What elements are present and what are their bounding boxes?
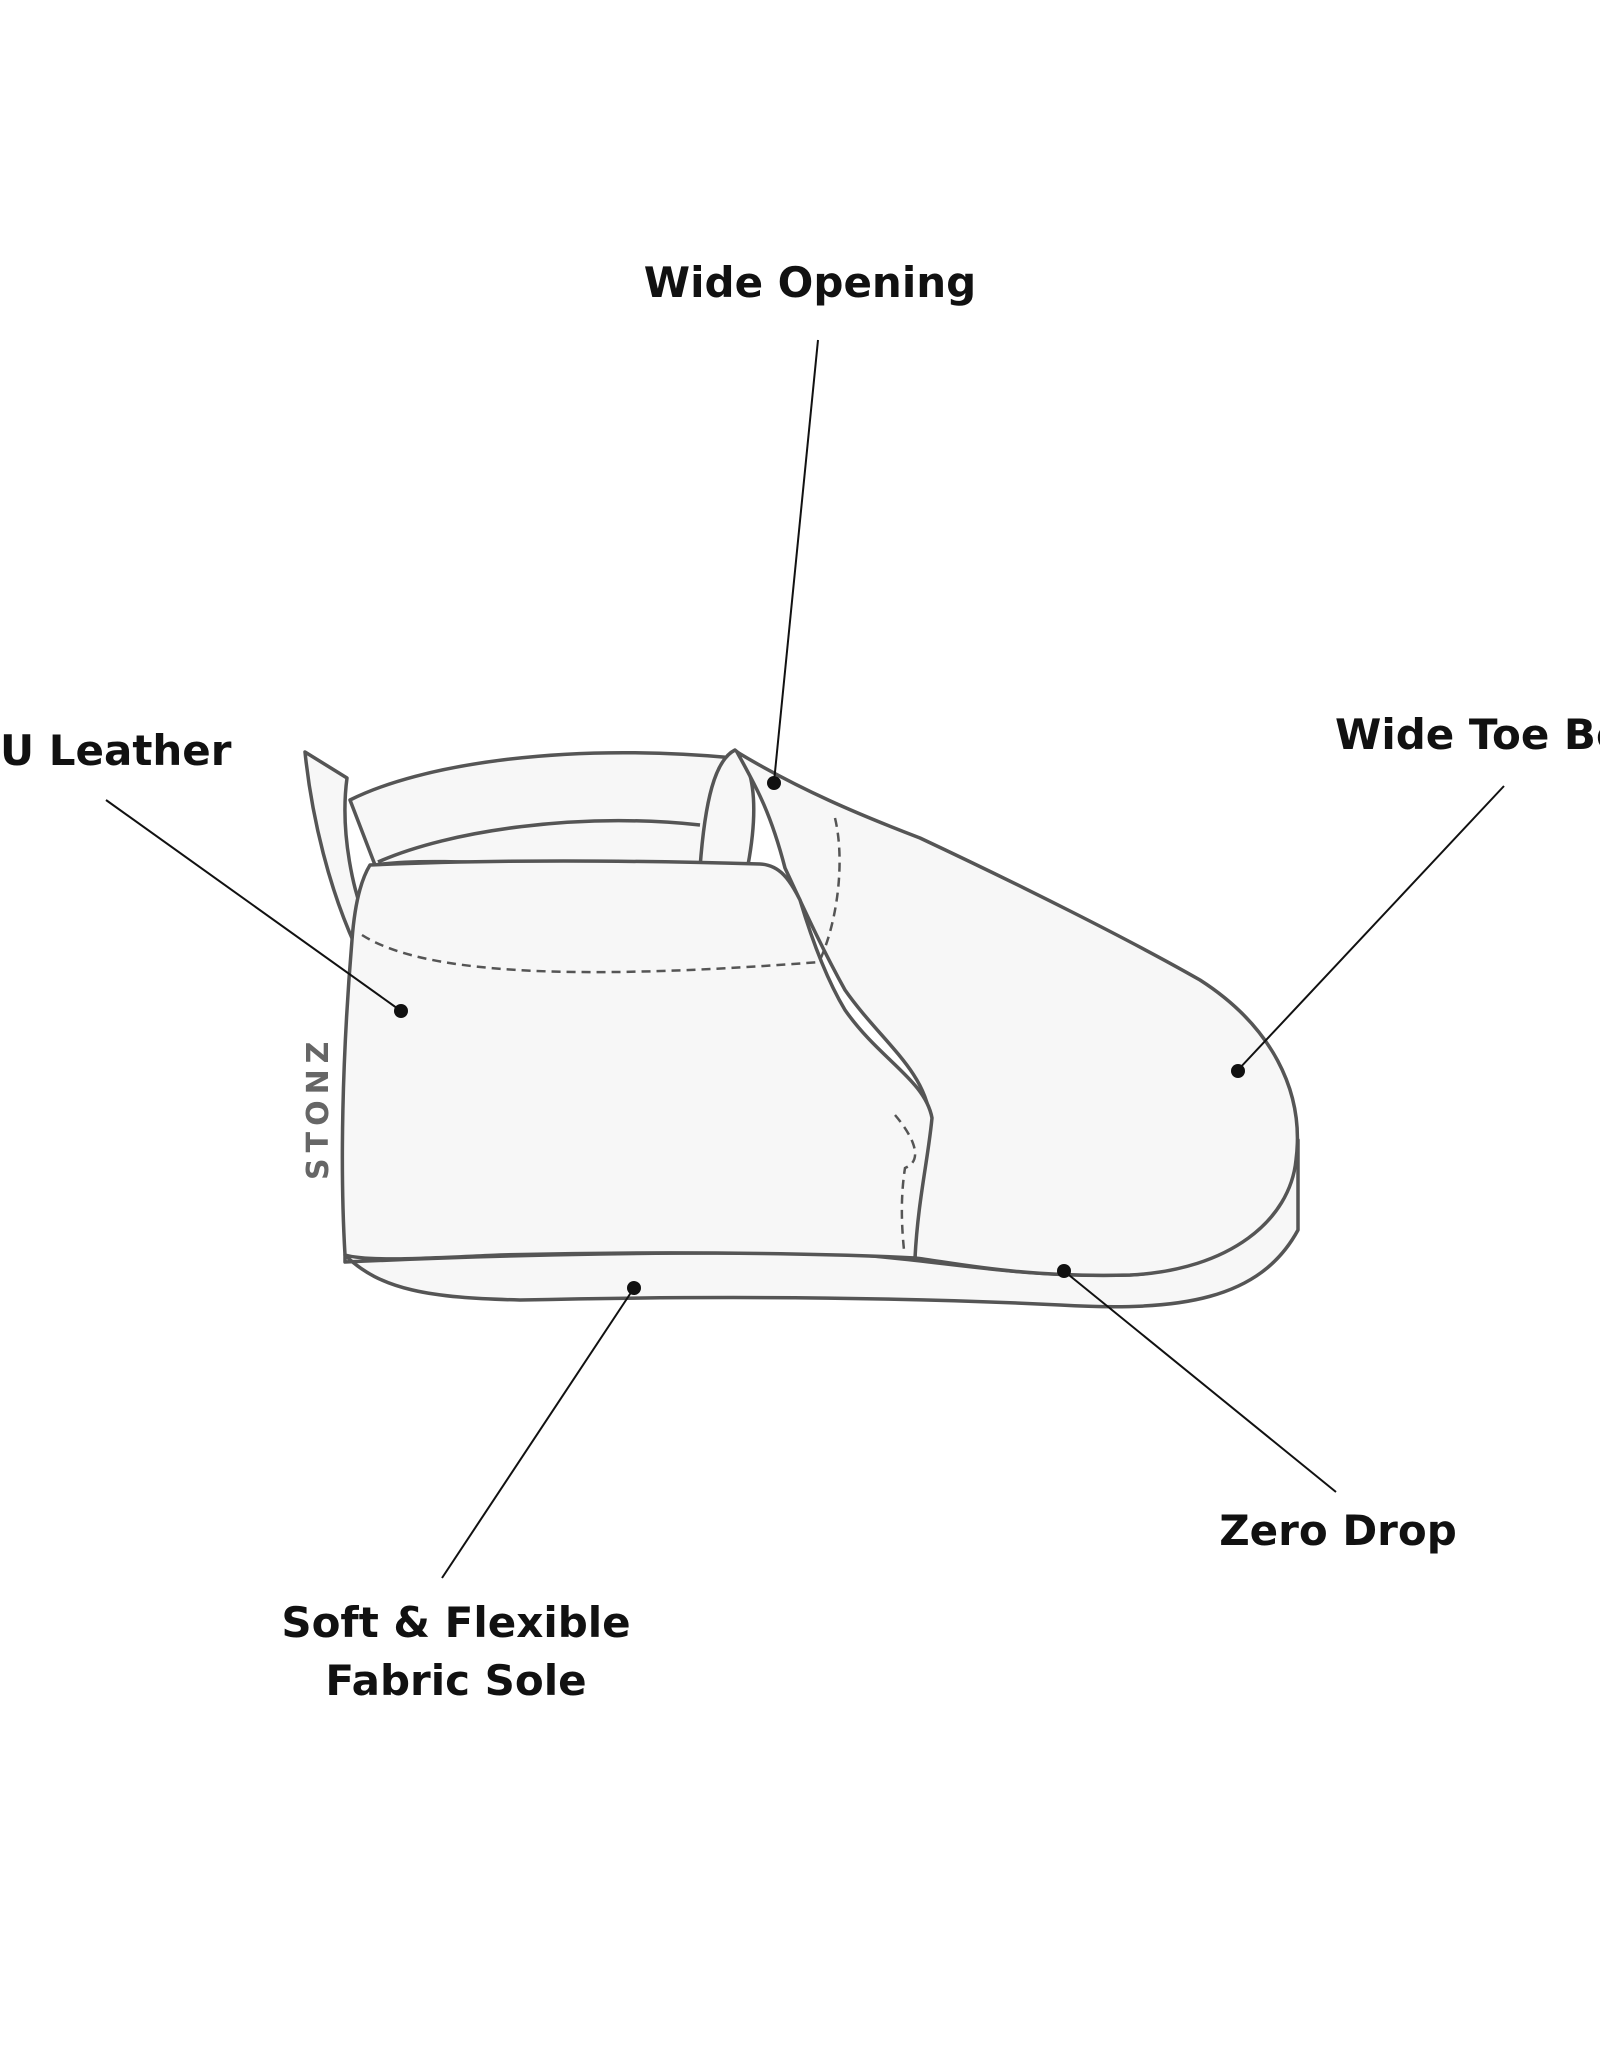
stitch-quarter xyxy=(361,933,821,974)
brand-text: STONZ xyxy=(301,1036,336,1180)
shoe-vamp xyxy=(735,750,1300,1278)
shoe-collar-inner-edge xyxy=(377,819,701,864)
callout-dot-wide-toe-box xyxy=(1231,1064,1245,1078)
label-fabric-sole-line2: Fabric Sole xyxy=(325,1656,587,1705)
leader-line-pu-leather xyxy=(105,799,402,1012)
label-zero-drop: Zero Drop xyxy=(1219,1506,1457,1555)
callout-dot-fabric-sole xyxy=(627,1281,641,1295)
leader-line-zero-drop xyxy=(1063,1270,1337,1493)
label-pu-leather: U Leather xyxy=(0,726,232,775)
label-wide-opening: Wide Opening xyxy=(643,258,977,307)
stitch-toe xyxy=(894,1114,917,1251)
leader-line-fabric-sole xyxy=(441,1287,635,1579)
label-fabric-sole-line1: Soft & Flexible xyxy=(281,1598,631,1647)
shoe-collar-back xyxy=(348,751,737,872)
callout-dot-zero-drop xyxy=(1057,1264,1071,1278)
shoe-quarter xyxy=(340,859,934,1261)
callout-dot-pu-leather xyxy=(394,1004,408,1018)
leader-line-wide-opening xyxy=(773,339,819,783)
stitch-vamp xyxy=(818,817,841,961)
leader-line-wide-toe-box xyxy=(1237,785,1505,1071)
label-wide-toe-box: Wide Toe Bo xyxy=(1335,710,1600,759)
callout-dot-wide-opening xyxy=(767,776,781,790)
